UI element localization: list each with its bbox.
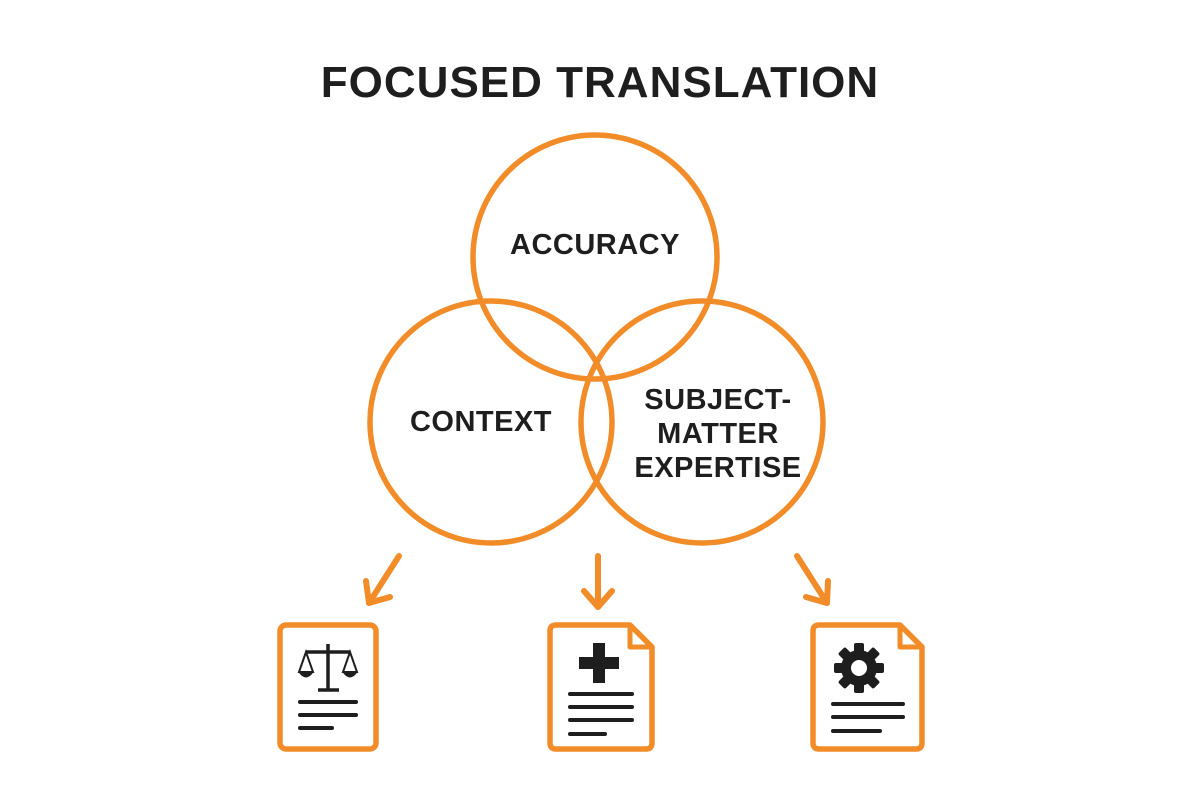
technical-document-icon — [810, 622, 925, 752]
text-lines-icon — [831, 702, 905, 733]
medical-document-icon — [547, 622, 655, 752]
accuracy-label: ACCURACY — [510, 229, 680, 261]
arrow-down-right-icon — [794, 553, 831, 606]
scales-of-justice-icon — [297, 644, 359, 692]
subject-matter-expertise-label: SUBJECT- MATTER EXPERTISE — [618, 383, 818, 485]
gear-icon — [834, 643, 884, 693]
medical-cross-icon — [579, 643, 619, 683]
subject-line-2: MATTER — [657, 418, 779, 450]
accuracy-circle — [470, 132, 720, 382]
text-lines-icon — [568, 692, 634, 736]
context-label: CONTEXT — [409, 406, 553, 438]
subject-matter-expertise-circle — [578, 298, 826, 546]
context-circle — [367, 298, 615, 546]
arrow-down-icon — [581, 553, 615, 610]
diagram-title: FOCUSED TRANSLATION — [320, 58, 880, 107]
subject-line-3: EXPERTISE — [634, 452, 802, 484]
arrow-down-left-icon — [363, 553, 402, 606]
subject-line-1: SUBJECT- — [644, 384, 792, 416]
legal-document-icon — [277, 622, 379, 752]
text-lines-icon — [298, 700, 358, 730]
